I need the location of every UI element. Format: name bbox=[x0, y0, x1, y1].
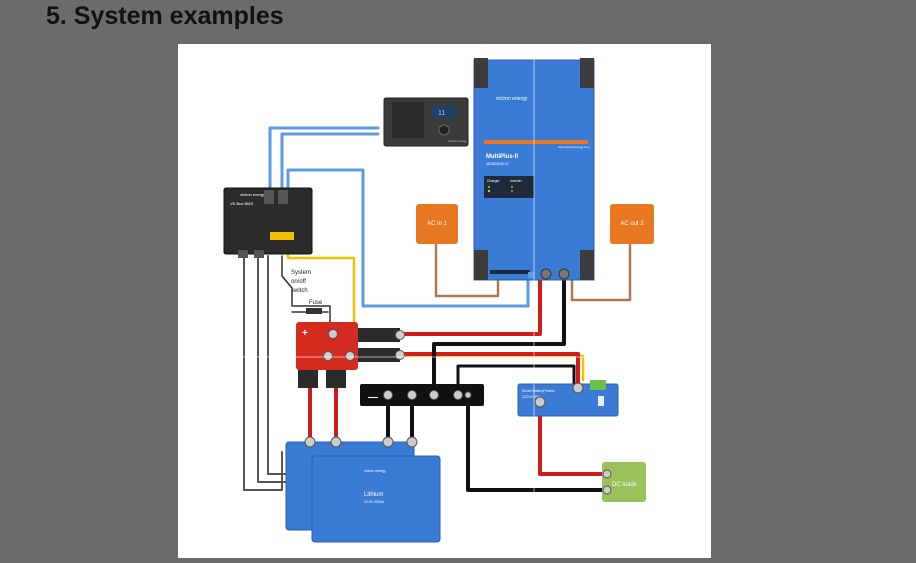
cable-switch bbox=[281, 255, 331, 325]
inverter-vebus-port bbox=[528, 272, 534, 278]
page-title: 5. System examples bbox=[46, 2, 284, 30]
ac-in-label: AC in 1 bbox=[427, 221, 447, 227]
inverter-model: MultiPlus-II bbox=[486, 154, 518, 160]
cable-black-loads bbox=[466, 402, 608, 492]
cable-signal-yellow bbox=[286, 238, 585, 382]
display-brand: victron energy bbox=[448, 139, 467, 143]
vebus-bms: victron energy VE.Bus BMS bbox=[223, 187, 313, 258]
inverter-stripe bbox=[484, 140, 588, 144]
switch-label-2: on/off bbox=[291, 279, 306, 285]
cables bbox=[243, 126, 632, 492]
cable-red-protect bbox=[398, 352, 580, 386]
lithium-battery-front: victron energy Lithium 12.8V 200Ah bbox=[304, 436, 441, 543]
battery-brand: victron energy bbox=[364, 469, 386, 473]
inverter-negative-terminal bbox=[558, 268, 570, 280]
inverter-sub: 48/3000/35-32 bbox=[486, 162, 509, 166]
cable-vebus-display bbox=[268, 126, 380, 198]
inverter-url: www.victronenergy.com bbox=[558, 145, 590, 149]
cable-ac-in bbox=[434, 238, 500, 298]
display-screen bbox=[432, 106, 456, 118]
diagram-svg: victron energy www.victronenergy.com Mul… bbox=[178, 44, 711, 558]
protect-terminal-block bbox=[590, 380, 606, 390]
cable-vebus-inverter bbox=[286, 168, 530, 308]
fuse-label: Fuse bbox=[309, 300, 323, 306]
ac-out-label: AC out 2 bbox=[620, 221, 644, 227]
ac-out-box: AC out 2 bbox=[610, 204, 654, 244]
inverter-positive-terminal bbox=[540, 268, 552, 280]
bms-brand: victron energy bbox=[240, 192, 265, 197]
fuse: Fuse bbox=[306, 300, 323, 314]
battery-label: Lithium bbox=[364, 492, 383, 498]
inverter-status-panel bbox=[484, 176, 534, 198]
dc-loads-box: DC loads bbox=[602, 462, 646, 502]
inverter-panel-right: Inverter bbox=[510, 179, 523, 183]
switch-label-3: switch bbox=[291, 288, 308, 294]
cable-bms-battery-b bbox=[257, 255, 289, 483]
cable-vebus-display-2 bbox=[280, 132, 380, 198]
bms-terminal-block bbox=[270, 232, 294, 240]
remote-display: 11 victron energy bbox=[383, 97, 469, 147]
busbar-plus-label: + bbox=[302, 328, 308, 339]
protect-sub: 12/24V 65A bbox=[522, 395, 541, 399]
battery-sub: 12.8V 200Ah bbox=[364, 500, 384, 504]
cable-red-inverter bbox=[398, 278, 542, 336]
busbar-minus-label: — bbox=[368, 392, 378, 403]
negative-busbar: — bbox=[360, 384, 484, 406]
cable-bms-battery-a bbox=[243, 255, 283, 491]
cable-black-inverter bbox=[432, 278, 566, 386]
mega-fuse-2 bbox=[358, 348, 400, 362]
ac-in-box: AC in 1 bbox=[416, 204, 458, 244]
switch-annotation: System on/off switch bbox=[281, 270, 311, 294]
inverter-brand: victron energy bbox=[496, 96, 528, 102]
bms-port-2 bbox=[278, 190, 288, 204]
mega-fuse-1 bbox=[358, 328, 400, 342]
display-knob bbox=[438, 124, 450, 136]
cable-ac-out bbox=[570, 238, 632, 302]
inverter-panel-left: Charger bbox=[487, 179, 500, 183]
protect-label: Smart BatteryProtect bbox=[522, 389, 555, 393]
switch-label-1: System bbox=[291, 270, 311, 276]
bms-port-1 bbox=[264, 190, 274, 204]
fuse-body bbox=[306, 308, 322, 314]
smart-battery-protect: Smart BatteryProtect 12/24V 65A bbox=[517, 380, 619, 417]
system-diagram: victron energy www.victronenergy.com Mul… bbox=[178, 44, 711, 558]
cable-black-shunt-bms bbox=[456, 364, 576, 386]
display-screen-text: 11 bbox=[438, 110, 445, 117]
positive-busbar: + bbox=[296, 322, 405, 388]
bms-model: VE.Bus BMS bbox=[230, 201, 253, 206]
cable-red-loads bbox=[538, 412, 608, 476]
dc-loads-label: DC loads bbox=[612, 482, 637, 488]
